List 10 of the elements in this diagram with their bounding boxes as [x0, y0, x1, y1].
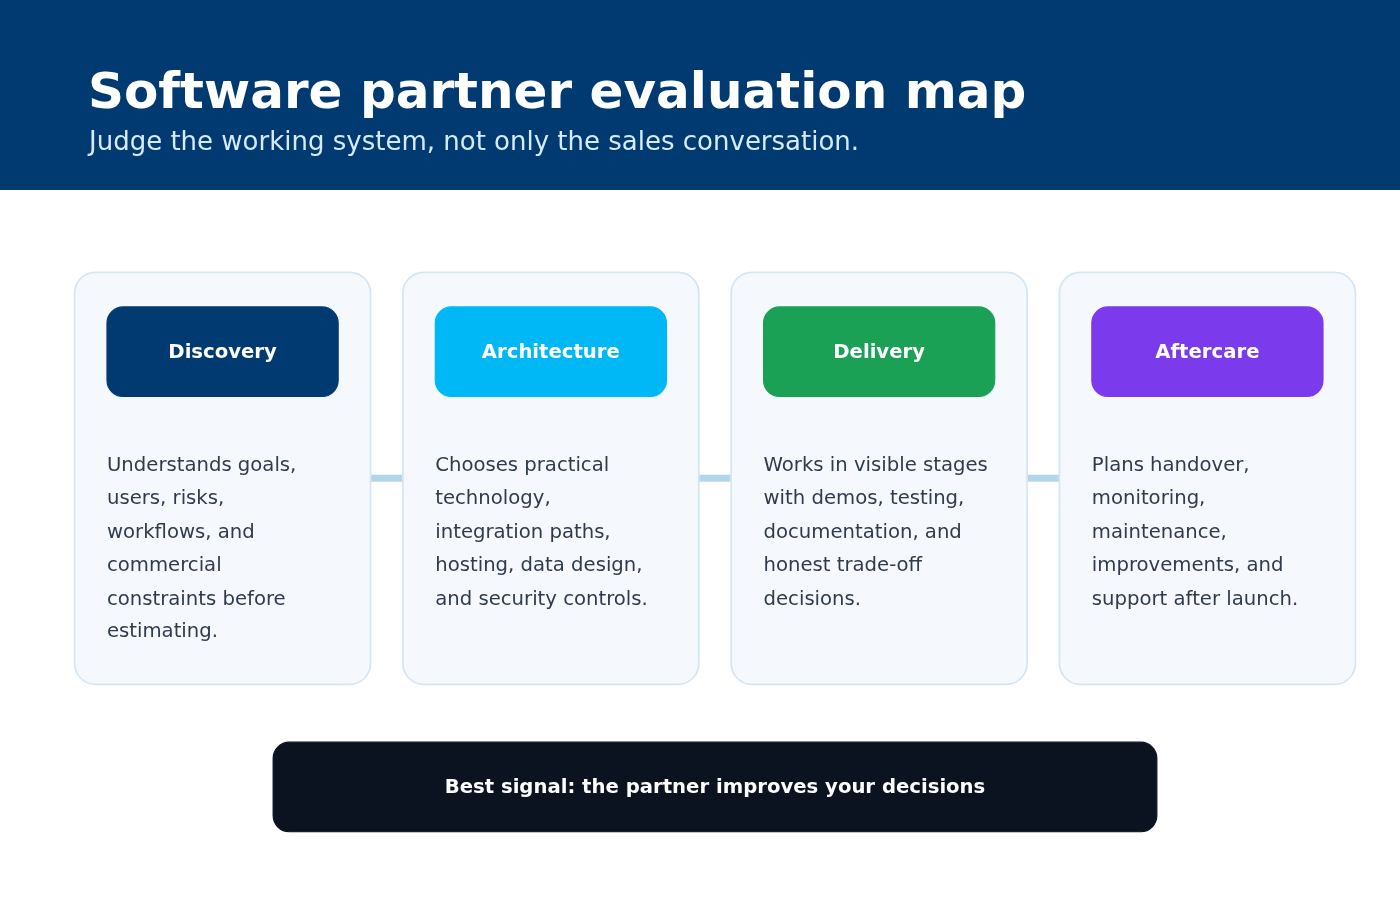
node-box: Delivery	[762, 306, 996, 398]
connector	[698, 474, 732, 482]
subtitle: Judge the working system, not only the sales conversation.	[89, 126, 860, 156]
node-box: Architecture	[434, 306, 668, 398]
connector	[370, 474, 403, 482]
title: Software partner evaluation map	[88, 62, 1027, 120]
connector	[1027, 474, 1060, 482]
node-box: Best signal: the partner improves your decisions	[272, 741, 1158, 833]
node-box: Discovery	[106, 306, 339, 398]
node-box: Aftercare	[1091, 306, 1324, 398]
